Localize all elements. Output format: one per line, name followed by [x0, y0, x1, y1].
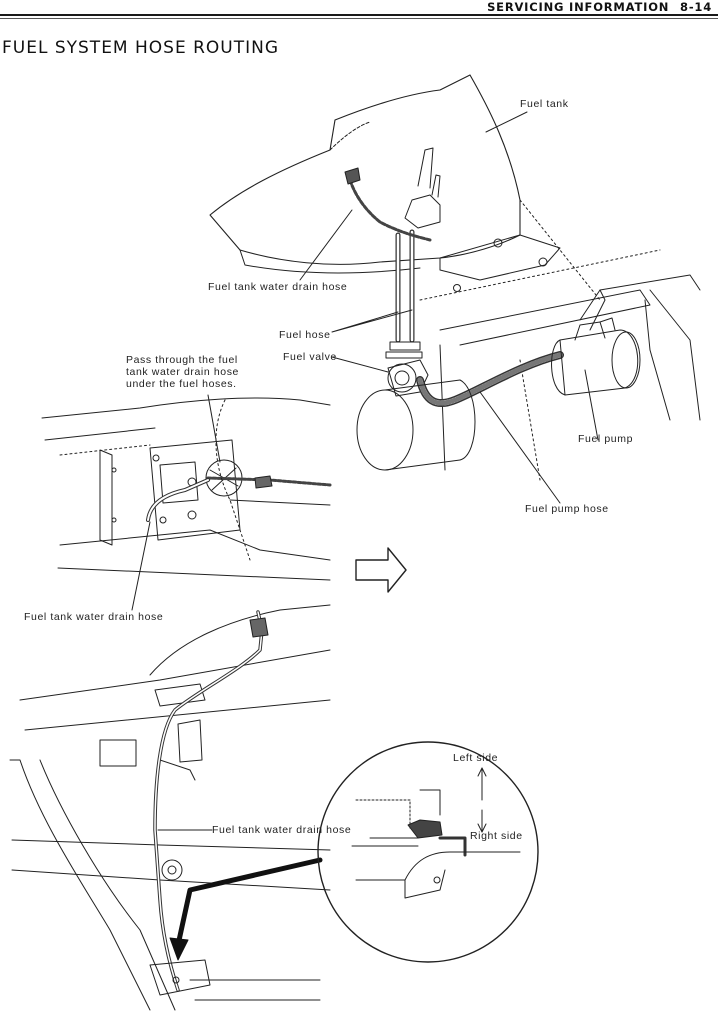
page-number: 8-14 — [680, 0, 712, 14]
leader-fuel-pump-hose — [479, 391, 561, 504]
page-title: FUEL SYSTEM HOSE ROUTING — [2, 38, 280, 58]
label-fuel-pump-hose: Fuel pump hose — [525, 503, 609, 515]
leader-pass-through — [207, 394, 221, 463]
label-water-drain-hose-top: Fuel tank water drain hose — [208, 281, 348, 293]
label-fuel-hose: Fuel hose — [279, 329, 331, 341]
section-title: SERVICING INFORMATION — [487, 0, 670, 14]
label-water-drain-hose-bottom: Fuel tank water drain hose — [212, 824, 352, 836]
leader-drain-hose-top — [299, 209, 353, 281]
label-right-side: Right side — [470, 830, 523, 842]
leader-fuel-pump — [584, 369, 599, 441]
label-pass-through-note: Pass through the fuel tank water drain h… — [126, 354, 239, 390]
label-fuel-tank: Fuel tank — [520, 98, 569, 110]
outline-right-arrow-icon — [355, 547, 407, 593]
top-view-illustration — [209, 74, 701, 504]
leader-fuel-hose — [331, 309, 413, 333]
section-header: SERVICING INFORMATION 8-14 — [487, 0, 712, 14]
label-left-side: Left side — [453, 752, 499, 764]
bottom-view-illustration — [9, 604, 331, 1011]
leader-drain-hose-left — [131, 521, 151, 611]
header-rule — [0, 14, 718, 16]
circle-detail-illustration — [317, 741, 539, 963]
leader-fuel-tank — [485, 111, 528, 133]
label-fuel-pump: Fuel pump — [578, 433, 634, 445]
header-rule-thin — [0, 18, 718, 19]
leader-fuel-valve — [331, 356, 389, 373]
label-water-drain-hose-left: Fuel tank water drain hose — [24, 611, 164, 623]
label-fuel-valve: Fuel valve — [283, 351, 337, 363]
middle-detail-illustration — [41, 394, 332, 611]
